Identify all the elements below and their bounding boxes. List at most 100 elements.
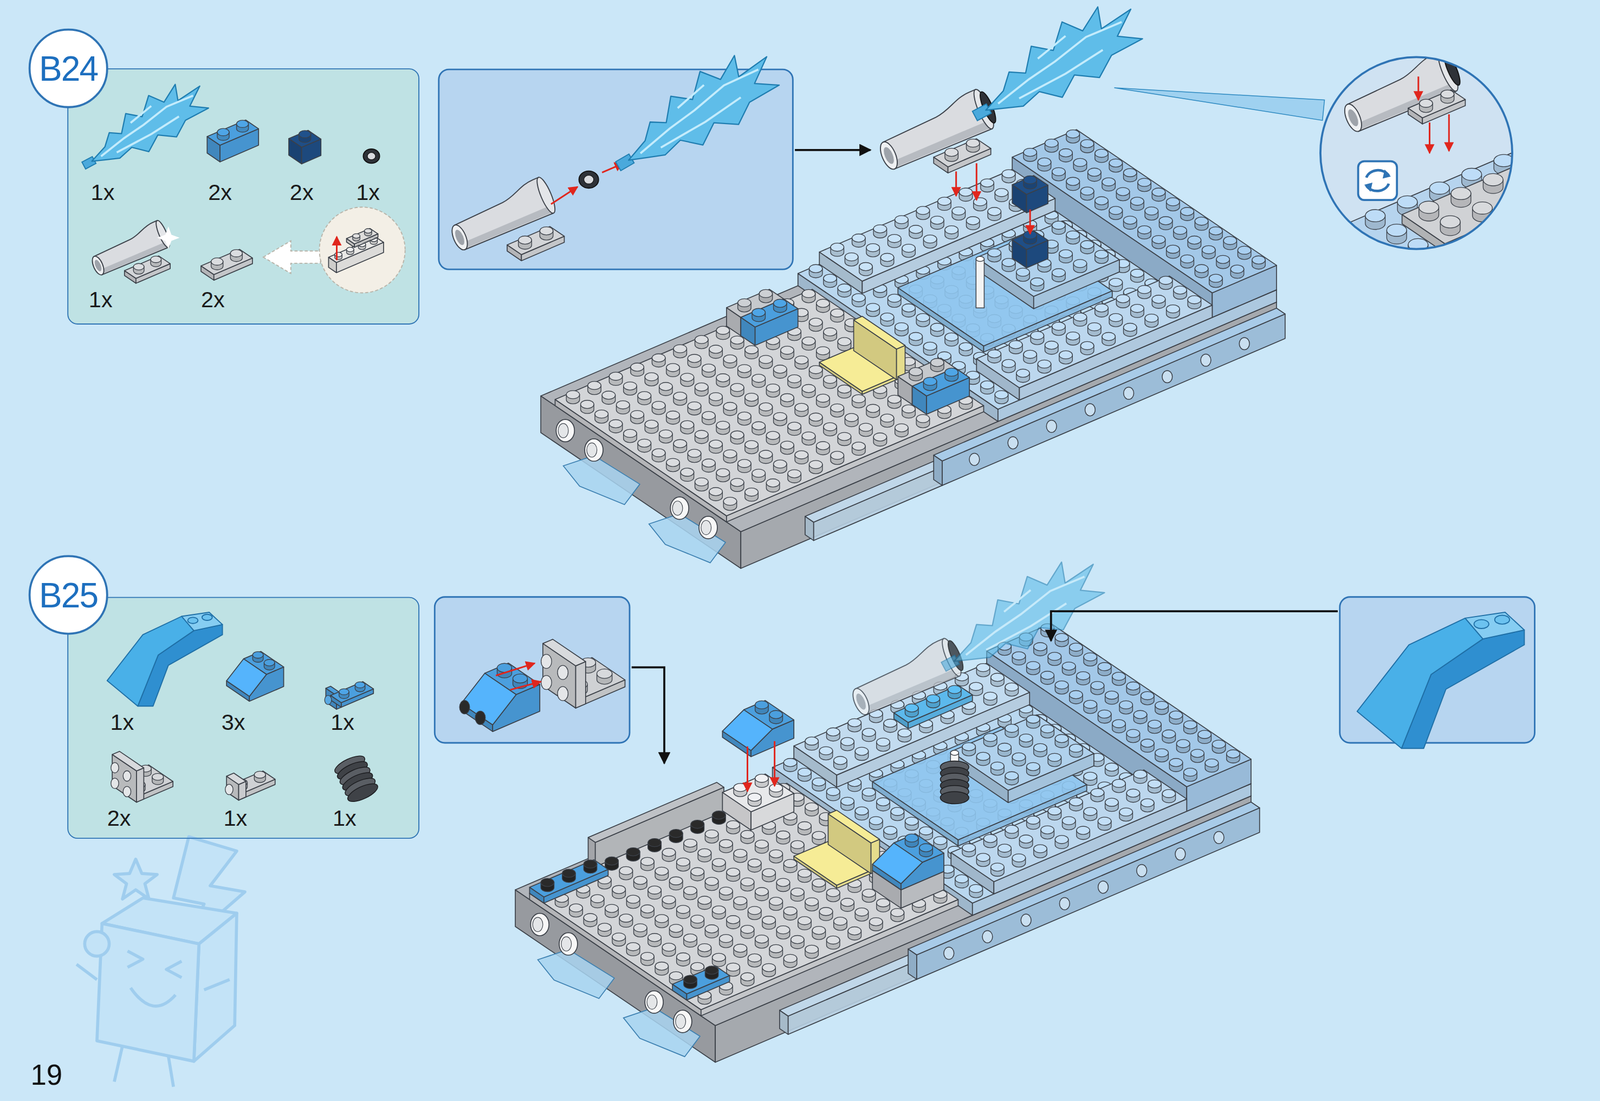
model-step-24 [808,412,822,421]
parts-list-art [236,120,249,128]
model-step-24 [1116,187,1130,196]
model-step-25 [840,797,854,806]
model-step-24 [1073,259,1087,268]
model-step-25 [1126,729,1140,738]
model-step-25 [783,907,797,916]
model-step-24 [752,469,766,478]
model-step-25 [876,898,890,908]
model-step-25 [1212,740,1226,749]
model-step-25 [833,756,847,765]
subassembly-art [794,149,871,152]
model-step-24 [1209,274,1223,283]
model-step-25 [655,866,669,876]
model-step-25 [633,876,647,885]
model-step-25 [1141,691,1155,700]
model-step-25 [1169,758,1183,767]
model-step-25 [1141,739,1155,748]
model-step-25 [1190,749,1204,758]
model-step-25 [862,889,876,898]
model-step-24 [1162,370,1173,384]
model-step-24 [752,421,766,430]
model-step-24 [1130,197,1144,206]
model-step-25 [529,782,958,1010]
parts-list-art [157,226,180,249]
model-step-24 [773,299,787,308]
model-step-25 [612,933,626,942]
model-step-24 [644,419,658,429]
model-step-25 [1097,817,1111,826]
parts-list-art [299,130,312,139]
model-step-24 [695,477,709,487]
model-step-24 [916,414,930,423]
model-step-24 [730,335,744,345]
model-step-25 [819,907,833,916]
model-step-25 [1155,748,1169,757]
model-step-25 [1136,864,1148,878]
panel-ground [67,68,1535,839]
model-step-24 [687,402,701,411]
model-step-24 [1252,255,1266,264]
model-step-24 [1200,354,1211,367]
model-step-25 [662,895,676,904]
model-step-25 [869,917,883,926]
model-step-25 [1076,826,1090,835]
model-step-24 [844,413,858,422]
model-step-24 [1052,167,1066,176]
model-step-24 [930,216,944,225]
parts-list-art [217,128,230,136]
model-step-24 [673,344,687,353]
model-step-25 [697,896,711,905]
model-step-25 [812,831,826,840]
model-step-25 [1119,807,1133,816]
model-step-24 [594,410,608,419]
model-step-24 [1037,359,1051,368]
model-step-24 [773,412,787,421]
model-step-24 [730,430,744,439]
model-step-25 [1112,779,1126,788]
model-step-24 [1023,175,1037,184]
model-step-24 [759,289,773,298]
model-step-24 [951,206,965,216]
flame-piece [607,39,789,181]
model-step-24 [702,458,716,468]
model-step-24 [709,392,723,401]
model-step-24 [680,468,694,477]
model-step-24 [852,234,866,243]
model-step-24 [959,188,973,197]
model-step-24 [823,327,837,336]
model-step-25 [1019,834,1033,844]
flame-piece [626,57,768,158]
model-step-24 [566,390,580,399]
model-step-25 [1197,730,1211,739]
model-step-25 [840,737,854,746]
model-step-24 [1095,196,1109,205]
model-step-25 [876,797,890,806]
model-step-24 [672,501,683,516]
model-step-24 [680,420,694,429]
model-step-25 [897,728,911,737]
model-step-24 [976,275,1213,388]
model-step-24 [1109,158,1123,167]
model-step-25 [1054,633,1068,642]
model-step-24 [687,354,701,363]
model-step-25 [1005,825,1019,834]
model-step-25 [769,849,783,858]
model-step-24 [944,332,958,341]
model-step-24 [637,438,651,448]
model-step-24 [1116,294,1130,303]
model-step-24 [1137,225,1151,235]
model-step-24 [830,403,844,412]
model-step-24 [695,383,709,392]
subassembly-art [539,227,553,236]
flame-piece [597,39,789,187]
model-step-25 [783,954,797,963]
model-step-24 [830,451,844,460]
model-step-25 [648,838,662,847]
model-step-25 [1047,806,1061,815]
model-step-24 [808,264,822,273]
model-step-25 [805,944,819,954]
model-step-24 [1095,149,1109,158]
model-step-24 [730,478,744,487]
model-step-25 [704,924,718,934]
model-step-25 [783,859,797,868]
